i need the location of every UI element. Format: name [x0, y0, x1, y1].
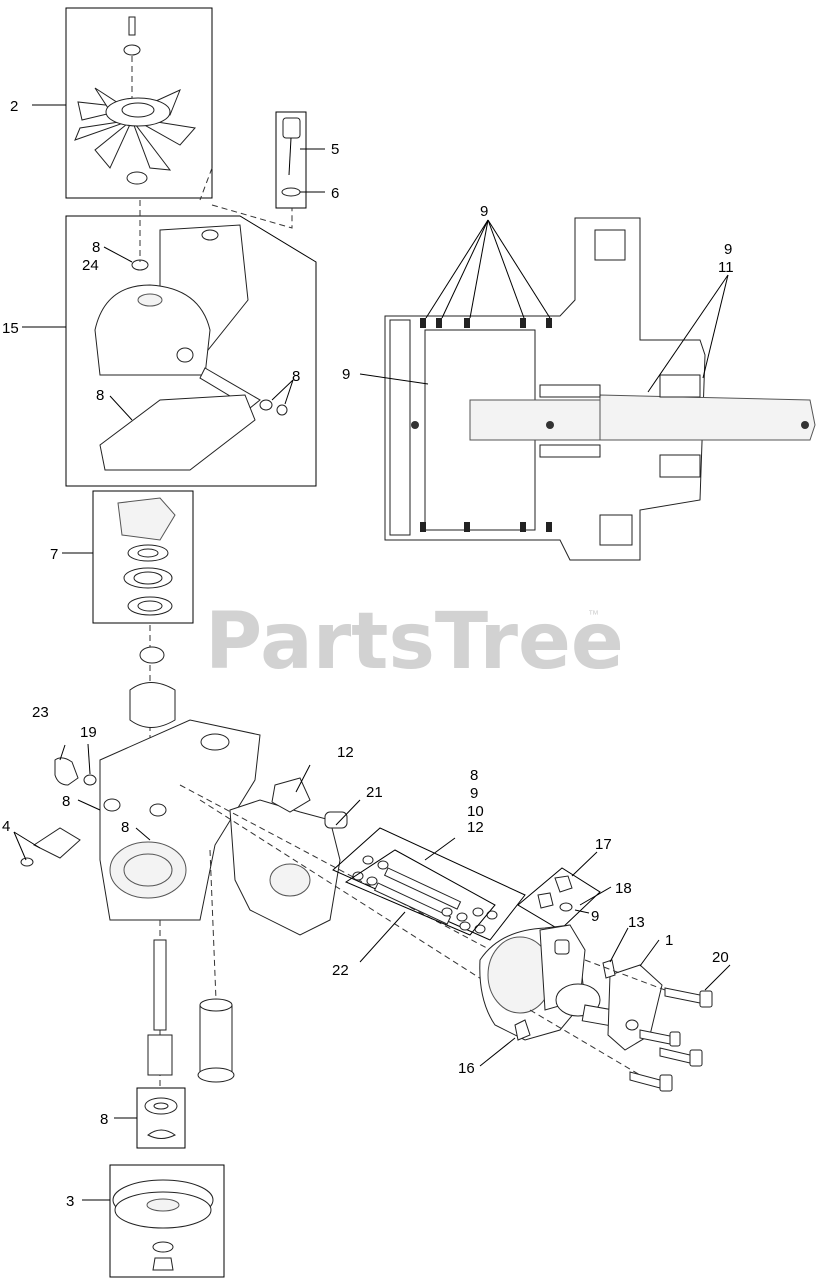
- piston-kit-group: [332, 827, 526, 963]
- housing-cover-part[interactable]: [94, 224, 288, 471]
- center-section-part[interactable]: [179, 764, 531, 1011]
- bearing-stack-group: [62, 490, 194, 624]
- callout-8d: 8: [62, 793, 70, 810]
- check-valve-part[interactable]: [537, 875, 573, 912]
- callout-19: 19: [80, 724, 97, 741]
- callout-11: 11: [718, 259, 734, 276]
- callout-8a: 8: [92, 239, 100, 256]
- callout-9e: 9: [591, 908, 599, 925]
- callout-12b: 12: [467, 819, 484, 836]
- pulley-group: [82, 1164, 225, 1278]
- fan-part[interactable]: [74, 16, 196, 185]
- callout-24: 24: [82, 257, 99, 274]
- callout-8c: 8: [96, 387, 104, 404]
- cross-section-view[interactable]: [359, 217, 816, 561]
- fan-assembly-group: [32, 7, 213, 199]
- dipstick-part[interactable]: [281, 117, 301, 197]
- lower-bearing-group: [114, 1087, 186, 1149]
- callout-8e: 8: [121, 819, 129, 836]
- dipstick-group: [275, 111, 325, 209]
- callout-6: 6: [331, 185, 339, 202]
- callout-9b: 9: [724, 241, 732, 258]
- callout-4: 4: [2, 818, 10, 835]
- callout-22: 22: [332, 962, 349, 979]
- callout-2: 2: [10, 98, 18, 115]
- callout-8f: 8: [470, 767, 478, 784]
- callout-10: 10: [467, 803, 484, 820]
- housing-cover-group: [22, 200, 317, 487]
- check-valve-group: [517, 851, 612, 931]
- callout-5: 5: [331, 141, 339, 158]
- hydraulic-pump-part[interactable]: [479, 924, 663, 1051]
- callout-9c: 9: [342, 366, 350, 383]
- callout-15: 15: [2, 320, 19, 337]
- piston-kit-part[interactable]: [344, 849, 498, 936]
- callout-9d: 9: [470, 785, 478, 802]
- callout-12a: 12: [337, 744, 354, 761]
- callout-16: 16: [458, 1060, 475, 1077]
- callout-1: 1: [665, 932, 673, 949]
- callout-23: 23: [32, 704, 49, 721]
- bolts-part[interactable]: [529, 959, 731, 1092]
- main-housing-group[interactable]: [13, 625, 261, 921]
- callout-9a: 9: [480, 203, 488, 220]
- pulley-part[interactable]: [112, 1179, 214, 1271]
- callout-13: 13: [628, 914, 645, 931]
- callout-8b: 8: [292, 368, 300, 385]
- lower-bearing-part[interactable]: [144, 1097, 178, 1139]
- input-shaft-part[interactable]: [147, 849, 235, 1090]
- callout-8g: 8: [100, 1111, 108, 1128]
- callout-17: 17: [595, 836, 612, 853]
- watermark-trademark: ™: [588, 609, 599, 621]
- callout-7: 7: [50, 546, 58, 563]
- callout-3: 3: [66, 1193, 74, 1210]
- watermark-logo: PartsTree: [205, 597, 624, 687]
- bearing-stack-part[interactable]: [117, 497, 176, 616]
- callout-18: 18: [615, 880, 632, 897]
- callout-20: 20: [712, 949, 729, 966]
- callout-21: 21: [366, 784, 383, 801]
